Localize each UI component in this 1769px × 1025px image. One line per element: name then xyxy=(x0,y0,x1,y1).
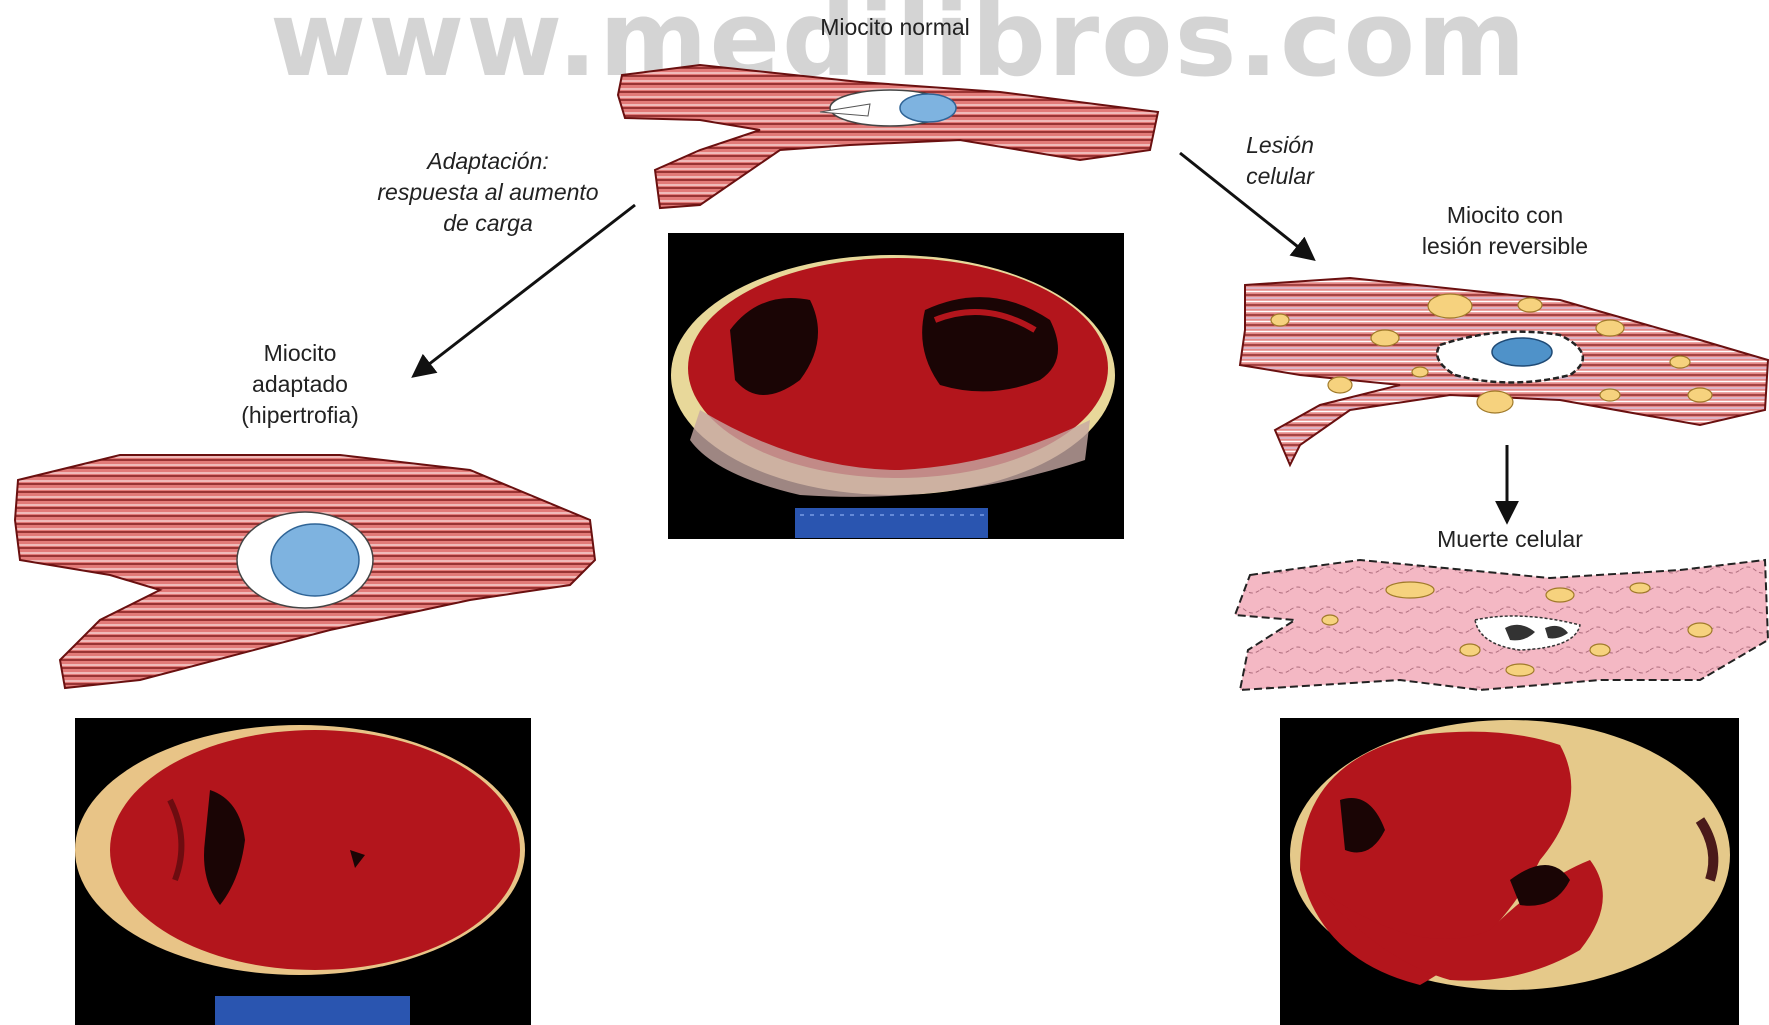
nucleus-icon xyxy=(900,94,956,122)
reversible-injury-myocyte xyxy=(1240,278,1768,465)
adapted-myocyte-label: Miocito adaptado (hipertrofia) xyxy=(205,338,395,431)
cell-death-label: Muerte celular xyxy=(1400,524,1620,555)
ruler-icon xyxy=(795,508,988,538)
infarcted-heart-photo xyxy=(1280,718,1739,1025)
adapted-myocyte xyxy=(15,455,595,688)
nucleus-icon xyxy=(271,524,359,596)
ruler-icon xyxy=(215,996,410,1025)
normal-heart-photo xyxy=(668,233,1124,539)
adaptation-label: Adaptación: respuesta al aumento de carg… xyxy=(338,146,638,239)
dead-myocyte xyxy=(1235,560,1768,690)
reversible-injury-label: Miocito con lesión reversible xyxy=(1385,200,1625,262)
normal-myocyte-label: Miocito normal xyxy=(790,12,1000,43)
nucleus-icon xyxy=(1492,338,1552,366)
normal-myocyte xyxy=(618,65,1158,208)
injury-label: Lesión celular xyxy=(1210,130,1350,192)
hypertrophic-heart-photo xyxy=(75,718,531,1025)
